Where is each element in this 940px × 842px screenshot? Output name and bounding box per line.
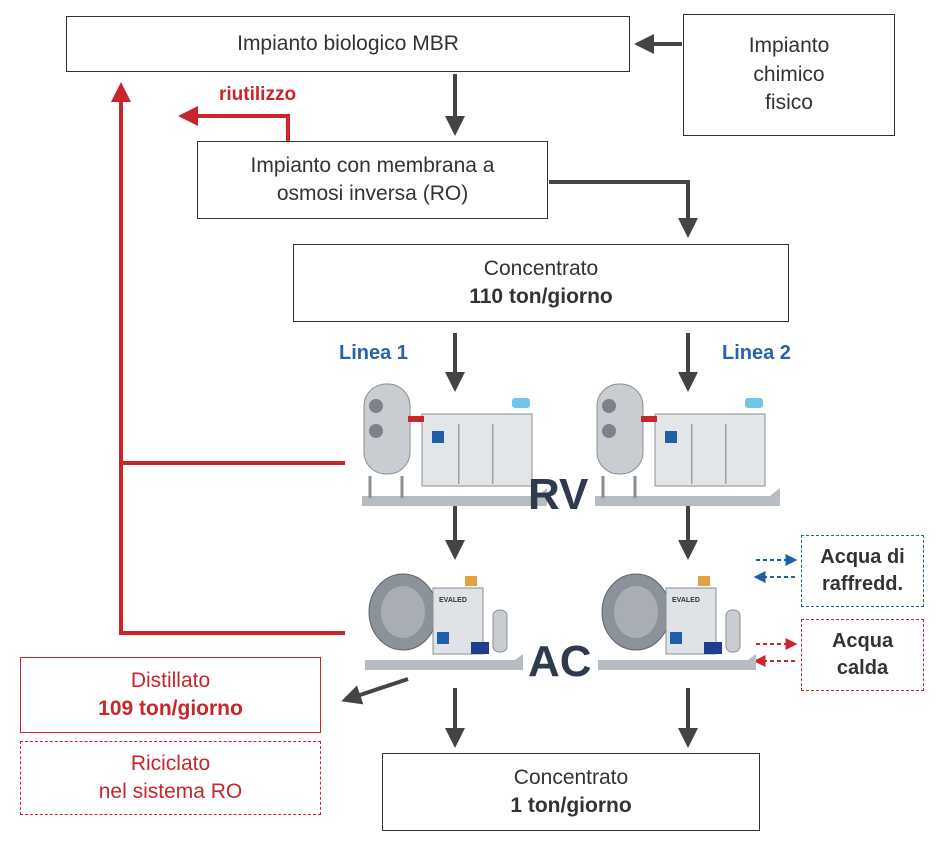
recycled-label-1: Riciclato: [130, 751, 211, 775]
ro-label-1: Impianto con membrana a: [250, 153, 495, 177]
ro-label-2: osmosi inversa (RO): [276, 182, 469, 205]
chem-label-2: chimico: [753, 62, 825, 86]
cooling-label-2: raffredd.: [821, 573, 904, 595]
distillate-box: Distillato 109 ton/giorno: [20, 657, 321, 733]
ac-brand-label: EVALED: [439, 597, 467, 604]
ac-label: AC: [528, 637, 592, 686]
mbr-plant-label: Impianto biologico MBR: [237, 31, 459, 55]
distillate-label-1: Distillato: [130, 668, 211, 692]
chem-label-3: fisico: [765, 91, 813, 115]
line2-label: Linea 2: [722, 342, 791, 364]
cooling-label-1: Acqua di: [820, 546, 905, 568]
reuse-label: riutilizzo: [219, 84, 297, 105]
cooling-water-box: Acqua di raffredd.: [801, 535, 924, 607]
evaporator-ac-icon: EVALED: [598, 573, 756, 670]
conc2-label-1: Concentrato: [513, 765, 629, 789]
line1-label: Linea 1: [339, 342, 408, 364]
conc2-label-2: 1 ton/giorno: [510, 794, 632, 817]
vacuum-evaporator-rv-icon: [595, 383, 780, 506]
ro-membrane-plant-box: Impianto con membrana a osmosi inversa (…: [197, 141, 548, 219]
conc1-label-1: Concentrato: [483, 256, 599, 280]
distillate-label-2: 109 ton/giorno: [98, 697, 243, 720]
ac-brand-label: EVALED: [672, 597, 700, 604]
arrow-ac-to-distillate: [341, 677, 409, 705]
hot-label-1: Acqua: [831, 630, 894, 652]
chem-label-1: Impianto: [748, 34, 830, 58]
arrow-ro-to-concentrate: [549, 180, 698, 238]
recycled-label-2: nel sistema RO: [98, 780, 243, 803]
evaporator-ac-icon: EVALED: [365, 573, 523, 670]
chemical-physical-plant-box: Impianto chimico fisico: [683, 14, 895, 136]
mbr-plant-box: Impianto biologico MBR: [66, 16, 630, 72]
concentrate-1-box: Concentrato 1 ton/giorno: [382, 753, 760, 831]
recycle-line-ac: [111, 82, 345, 635]
hot-label-2: calda: [836, 657, 889, 679]
reuse-arrow: [178, 106, 290, 141]
vacuum-evaporator-rv-icon: [362, 383, 547, 506]
recycled-ro-box: Riciclato nel sistema RO: [20, 741, 321, 815]
conc1-label-2: 110 ton/giorno: [469, 285, 613, 308]
hot-water-box: Acqua calda: [801, 619, 924, 691]
concentrate-110-box: Concentrato 110 ton/giorno: [293, 244, 789, 322]
rv-label: RV: [528, 470, 589, 519]
